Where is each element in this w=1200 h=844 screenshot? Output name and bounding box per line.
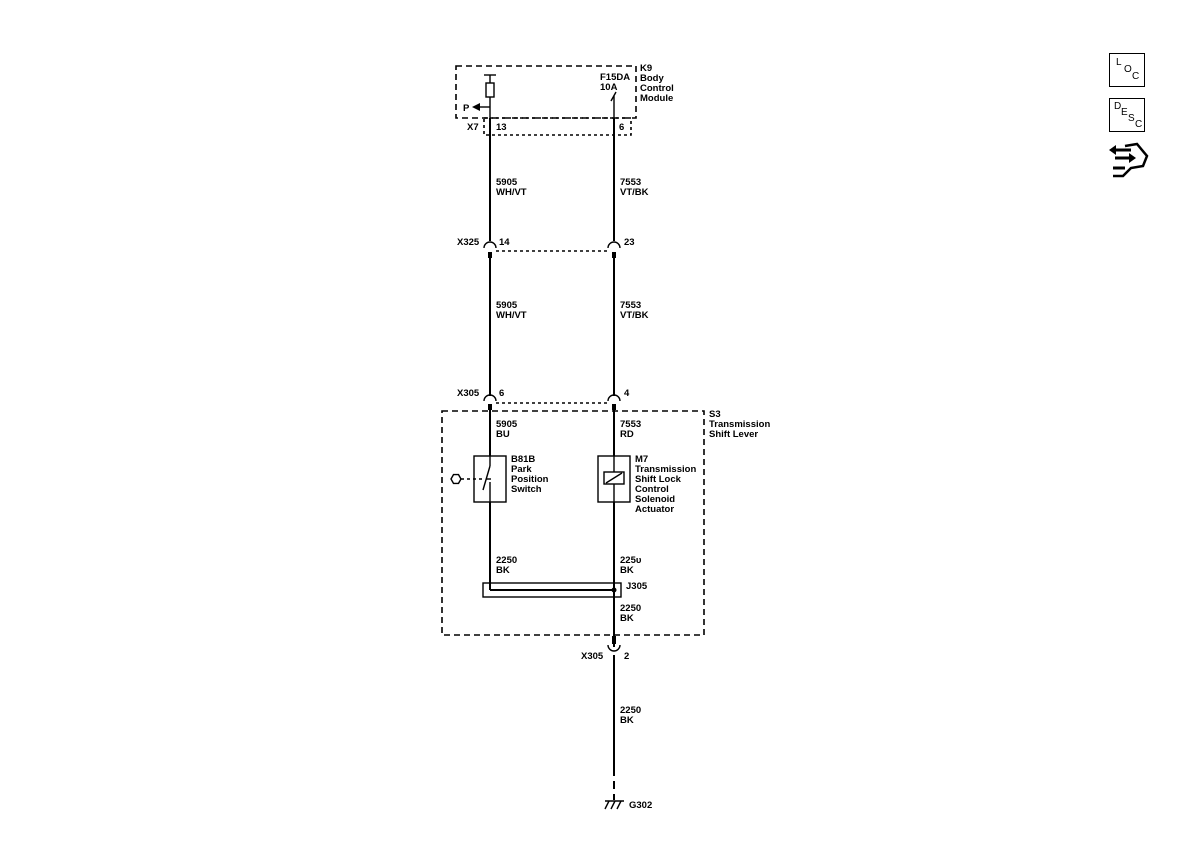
solenoid-name-line-2: Shift Lock	[635, 474, 682, 485]
x305-upper-pin-right: 4	[624, 388, 630, 399]
transmission-shift-lever[interactable]: S3 Transmission Shift Lever 5905 BU 7553…	[441, 409, 770, 636]
seg3-left-color: BU	[496, 429, 510, 440]
x305-upper-ref: X305	[457, 388, 480, 399]
wires	[489, 118, 615, 800]
description-button[interactable]: D E S C	[1109, 98, 1145, 132]
ground-left-color: BK	[496, 565, 510, 576]
solenoid-name-line-1: Transmission	[635, 464, 696, 475]
park-input-label: P	[463, 103, 470, 114]
mechanical-link-icon	[450, 473, 462, 485]
switch-ref: B81B	[511, 454, 535, 465]
location-button[interactable]: L O C	[1109, 53, 1145, 87]
splice-out-circuit: 2250	[620, 603, 641, 614]
ground-wire-circuit: 2250	[620, 705, 641, 716]
seg2-left-color: WH/VT	[496, 310, 527, 321]
solenoid-ref: M7	[635, 454, 648, 465]
loc-letter-1: L	[1116, 57, 1122, 68]
fuse-icon	[610, 91, 617, 118]
module-ref: K9	[640, 63, 652, 74]
module-name-line-1: Body	[640, 73, 664, 84]
desc-letter-2: E	[1121, 107, 1128, 118]
connector-hand-icon	[1109, 142, 1149, 178]
related-connector-button[interactable]	[1109, 142, 1149, 182]
x325-pin-left: 14	[499, 237, 510, 248]
ground-left-circuit: 2250	[496, 555, 517, 566]
solenoid-name-line-5: Actuator	[635, 504, 674, 515]
park-position-switch[interactable]: B81B Park Position Switch	[450, 454, 549, 503]
switch-name-line-2: Position	[511, 474, 549, 485]
desc-letter-4: C	[1135, 119, 1143, 130]
x305-upper-pin-left: 6	[499, 388, 504, 399]
seg1-right-color: VT/BK	[620, 187, 649, 198]
x325-pin-right-symbol	[607, 241, 621, 249]
switch-name-line-1: Park	[511, 464, 532, 475]
seg2-right-circuit: 7553	[620, 300, 641, 311]
x7-connector-body	[483, 117, 632, 136]
seg3-right-color: RD	[620, 429, 634, 440]
x325-pin-left-symbol	[483, 241, 497, 249]
seg3-left-circuit: 5905	[496, 419, 518, 430]
shift-lock-solenoid[interactable]: M7 Transmission Shift Lock Control Solen…	[597, 454, 696, 515]
x7-pin-left: 13	[496, 122, 507, 133]
ground-wire-color: BK	[620, 715, 634, 726]
splice-out-color: BK	[620, 613, 634, 624]
solenoid-name-line-4: Solenoid	[635, 494, 675, 505]
loc-letter-2: O	[1124, 64, 1132, 75]
fuse-ref: F15DA	[600, 72, 630, 83]
seg1-left-color: WH/VT	[496, 187, 527, 198]
ground-right-circuit: 225υ	[620, 555, 642, 566]
connector-x325[interactable]: X325 14 23	[457, 237, 635, 258]
connector-x305-lower[interactable]: X305 2	[581, 636, 629, 662]
fuse-rating: 10A	[600, 82, 618, 93]
x325-pin-right: 23	[624, 237, 635, 248]
x7-pin-right: 6	[619, 122, 624, 133]
x7-connector-ref: X7	[467, 122, 479, 133]
shift-lever-name-line-2: Shift Lever	[709, 429, 758, 440]
splice-ref: J305	[626, 581, 648, 592]
module-name-line-3: Module	[640, 93, 673, 104]
desc-letter-3: S	[1128, 113, 1135, 124]
x325-ref: X325	[457, 237, 480, 248]
x305-lower-pin: 2	[624, 651, 629, 662]
seg1-right-circuit: 7553	[620, 177, 641, 188]
loc-letter-3: C	[1132, 71, 1140, 82]
ground-right-color: BK	[620, 565, 634, 576]
switch-name-line-3: Switch	[511, 484, 542, 495]
seg1-left-circuit: 5905	[496, 177, 518, 188]
module-name-line-2: Control	[640, 83, 674, 94]
ground-ref: G302	[629, 800, 652, 811]
park-input-symbol	[472, 74, 496, 118]
shift-lever-ref: S3	[709, 409, 721, 420]
seg2-right-color: VT/BK	[620, 310, 649, 321]
desc-letter-1: D	[1114, 101, 1122, 112]
body-control-module[interactable]: K9 Body Control Module F15DA 10A P X7 13…	[455, 63, 674, 136]
x305-lower-ref: X305	[581, 651, 604, 662]
shift-lever-border	[441, 410, 705, 636]
ground-icon	[604, 800, 624, 810]
seg2-left-circuit: 5905	[496, 300, 518, 311]
seg3-right-circuit: 7553	[620, 419, 641, 430]
shift-lever-name-line-1: Transmission	[709, 419, 770, 430]
connector-x305-upper[interactable]: X305 6 4	[457, 388, 630, 410]
ground-g302[interactable]: G302	[604, 800, 652, 811]
solenoid-name-line-3: Control	[635, 484, 669, 495]
splice-j305[interactable]: J305	[482, 581, 648, 598]
